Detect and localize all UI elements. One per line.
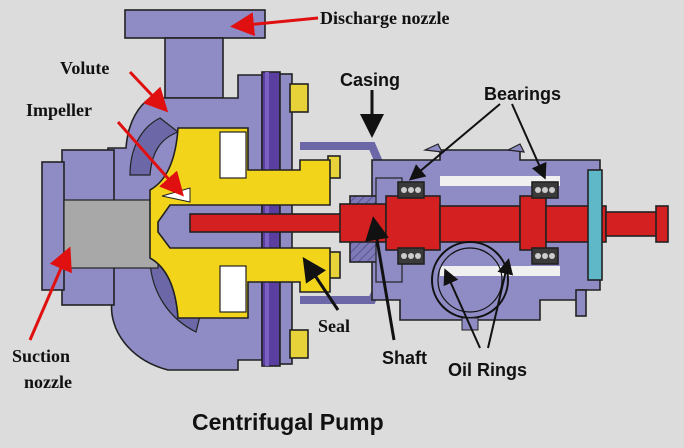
label-suction-line1: Suction [12, 346, 70, 366]
arrow-seal [302, 257, 340, 311]
bearings [397, 169, 603, 317]
arrow-oil-ring-right [487, 258, 514, 349]
arrow-shaft [365, 216, 396, 341]
pointer-arrows [28, 12, 547, 349]
label-oil-rings: Oil Rings [448, 360, 527, 380]
flange-bolts [289, 83, 341, 359]
arrow-volute [128, 70, 169, 113]
arrow-bearing-left [408, 103, 501, 181]
diagram-title: Centrifugal Pump [192, 409, 384, 435]
label-suction-line2: nozzle [24, 372, 72, 392]
arrow-oil-ring-left [443, 268, 481, 349]
label-volute: Volute [60, 58, 109, 78]
arrow-bearing-right [511, 103, 547, 180]
label-casing: Casing [340, 70, 400, 90]
suction-nozzle [41, 149, 159, 306]
label-impeller: Impeller [26, 100, 92, 120]
bearing-inboard [397, 181, 425, 265]
label-seal: Seal [318, 316, 350, 336]
label-discharge-nozzle: Discharge nozzle [320, 8, 449, 28]
bearing-outboard [531, 181, 559, 265]
arrow-impeller [116, 121, 184, 197]
arrow-discharge-nozzle [230, 12, 319, 37]
end-cover [575, 169, 603, 317]
label-shaft: Shaft [382, 348, 427, 368]
label-bearings: Bearings [484, 84, 561, 104]
arrow-suction-nozzle [28, 246, 72, 341]
